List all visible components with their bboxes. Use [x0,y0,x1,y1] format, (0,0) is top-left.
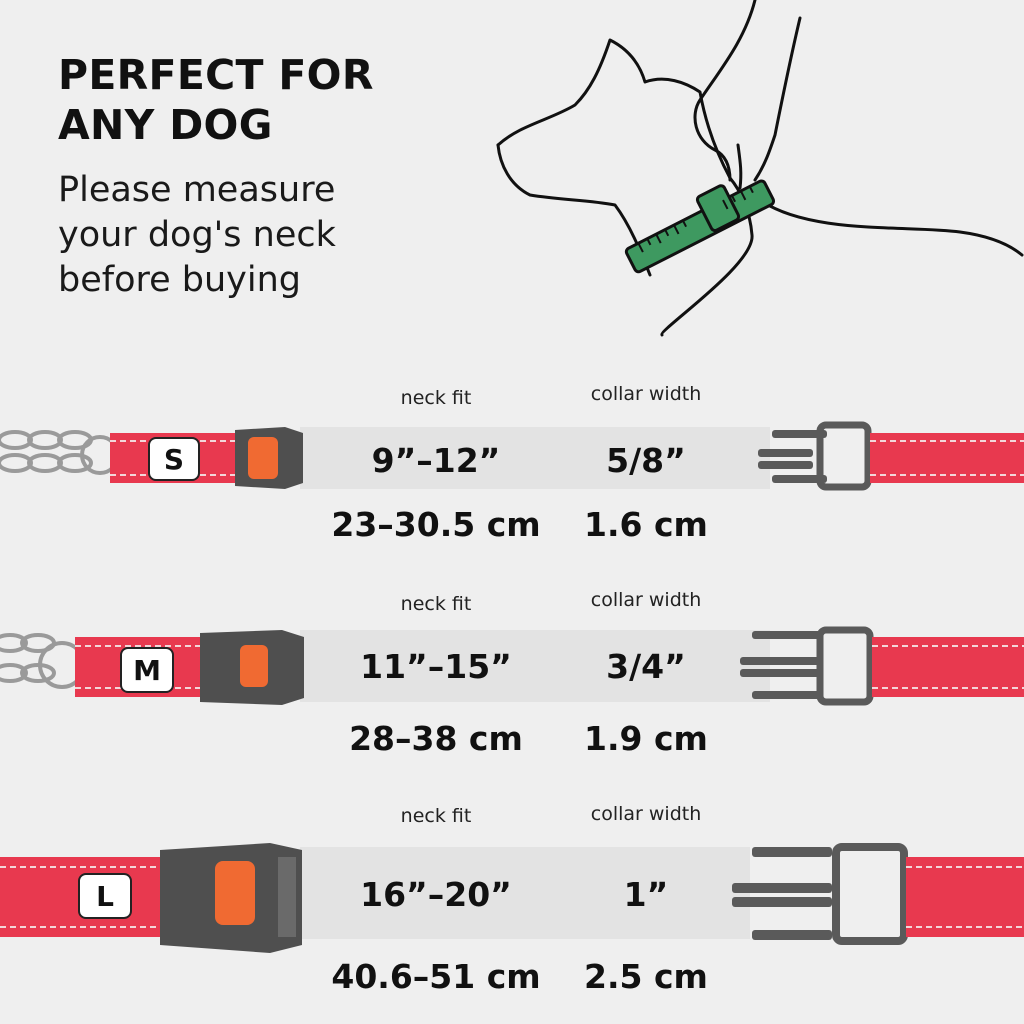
size-row-l: L neck fit collar width 16”–20” 1” 40.6–… [0,795,1024,1015]
neck-fit-cm: 23–30.5 cm [331,505,541,544]
collar-width-cm: 1.9 cm [584,719,708,758]
neck-fit-inches: 16”–20” [360,875,512,914]
neck-fit-label: neck fit [400,805,472,827]
collar-width-label: collar width [590,589,702,611]
dog-measuring-illustration [496,0,1024,337]
size-row-m: M neck fit collar width 11”–15” 3/4” 28–… [0,585,1024,785]
chain-icon [0,633,86,689]
dog-back [758,198,1024,257]
buckle-icon-m [740,626,874,706]
dog-outline [496,38,754,337]
size-badge-s: S [148,437,200,481]
collar-width-cm: 1.6 cm [584,505,708,544]
buckle-icon-s [758,421,872,491]
collar-width-label: collar width [590,383,702,405]
collar-image-l [0,843,1024,953]
neck-fit-inches: 11”–15” [360,647,512,686]
neck-fit-inches: 9”–12” [371,441,501,480]
measuring-tape-icon [624,179,776,274]
neck-fit-cm: 40.6–51 cm [331,957,541,996]
size-badge-l: L [78,873,132,919]
buckle-icon-l [732,843,908,945]
chain-icon [0,430,120,475]
collar-width-cm: 2.5 cm [584,957,708,996]
headline: PERFECT FOR ANY DOG [58,51,374,149]
neck-fit-label: neck fit [400,593,472,615]
size-badge-m: M [120,647,174,693]
hand-outline [693,0,757,182]
neck-fit-cm: 28–38 cm [349,719,523,758]
collar-image-s [0,421,1024,491]
size-row-s: S neck fit collar width 9”–12” 5/8” 23–3… [0,375,1024,555]
collar-width-label: collar width [590,803,702,825]
subheadline: Please measure your dog's neck before bu… [58,170,336,300]
collar-width-inches: 5/8” [606,441,686,480]
neck-fit-label: neck fit [400,387,472,409]
collar-width-inches: 3/4” [606,647,686,686]
collar-width-inches: 1” [623,875,669,914]
